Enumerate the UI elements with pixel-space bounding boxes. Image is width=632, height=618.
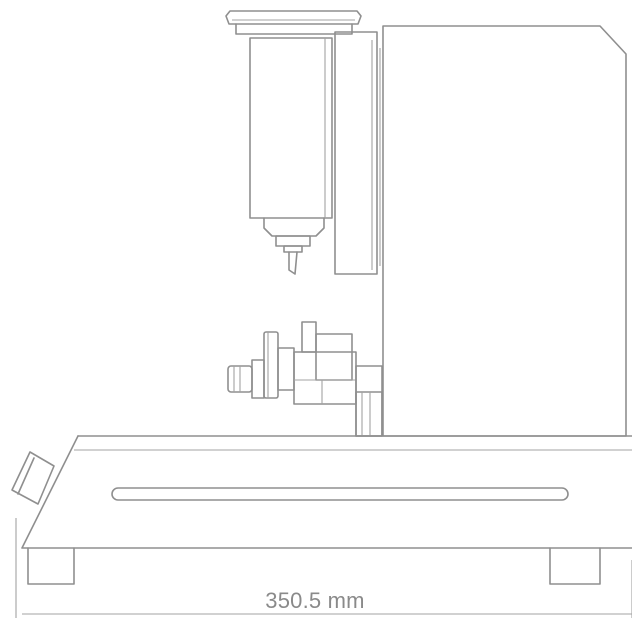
width-dimension-label: 350.5 mm (265, 588, 365, 613)
spindle-tool (263, 217, 325, 275)
column-housing (382, 25, 627, 437)
emergency-stop-button (11, 451, 55, 505)
spindle-motor (249, 37, 333, 219)
base-table (21, 435, 632, 549)
base-feet (27, 547, 601, 585)
rotary-axis-assembly (227, 321, 383, 437)
dimension-line (15, 518, 632, 618)
spindle-cap (225, 10, 362, 35)
z-carriage (334, 31, 381, 275)
